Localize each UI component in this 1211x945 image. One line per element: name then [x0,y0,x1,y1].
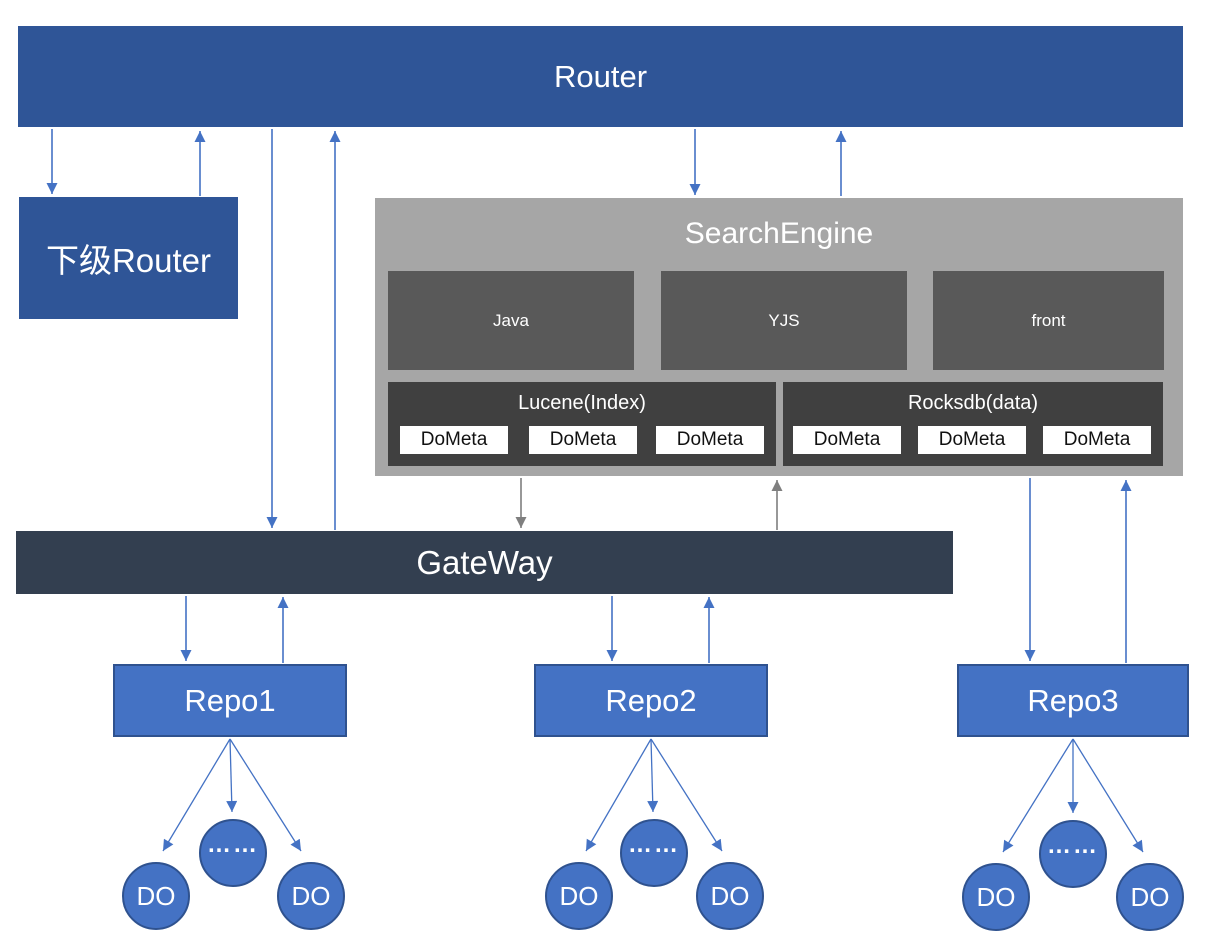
module-front-label: front [1031,310,1066,330]
arrow-repo2-to-dots [647,738,659,813]
do-node: DO [696,862,764,930]
gateway-node: GateWay [16,531,953,594]
search-engine-panel: SearchEngine Java YJS front Lucene(Index… [375,198,1183,476]
module-java-label: Java [493,310,529,330]
do-node: DO [962,863,1030,931]
dometa-box: DoMeta [400,426,508,454]
ellipsis-label: …… [207,831,259,858]
search-engine-title: SearchEngine [684,217,874,250]
do-label: DO [559,880,599,911]
store-rocksdb: Rocksdb(data) DoMeta DoMeta DoMeta [783,382,1163,466]
repo3-node: Repo3 [957,664,1189,737]
ellipsis-node: …… [1039,820,1107,888]
do-label: DO [1130,881,1170,912]
repo1-node: Repo1 [113,664,347,737]
store-lucene-label: Lucene(Index) [518,391,646,414]
store-rocksdb-label: Rocksdb(data) [907,391,1039,414]
repo2-label: Repo2 [605,682,697,718]
ellipsis-node: …… [199,819,267,887]
dometa-box: DoMeta [918,426,1026,454]
arrow-repo1-to-dots [226,738,238,813]
ellipsis-node: …… [620,819,688,887]
module-java: Java [388,271,634,370]
router-label: Router [553,58,648,94]
do-label: DO [976,881,1016,912]
do-node: DO [1116,863,1184,931]
do-node: DO [277,862,345,930]
ellipsis-label: …… [628,831,680,858]
do-node: DO [545,862,613,930]
dometa-box: DoMeta [793,426,901,454]
do-label: DO [136,880,176,911]
module-front: front [933,271,1164,370]
dometa-box: DoMeta [656,426,764,454]
router-node: Router [18,26,1183,127]
module-yjs-label: YJS [768,310,800,330]
repo3-label: Repo3 [1027,682,1119,718]
store-lucene: Lucene(Index) DoMeta DoMeta DoMeta [388,382,776,466]
dometa-box: DoMeta [529,426,637,454]
module-yjs: YJS [661,271,907,370]
repo2-node: Repo2 [534,664,768,737]
do-node: DO [122,862,190,930]
do-label: DO [291,880,331,911]
sub-router-label: 下级Router [45,242,212,279]
do-label: DO [710,880,750,911]
repo1-label: Repo1 [184,682,276,718]
gateway-label: GateWay [416,543,553,581]
ellipsis-label: …… [1047,832,1099,859]
sub-router-node: 下级Router [19,197,238,319]
dometa-box: DoMeta [1043,426,1151,454]
